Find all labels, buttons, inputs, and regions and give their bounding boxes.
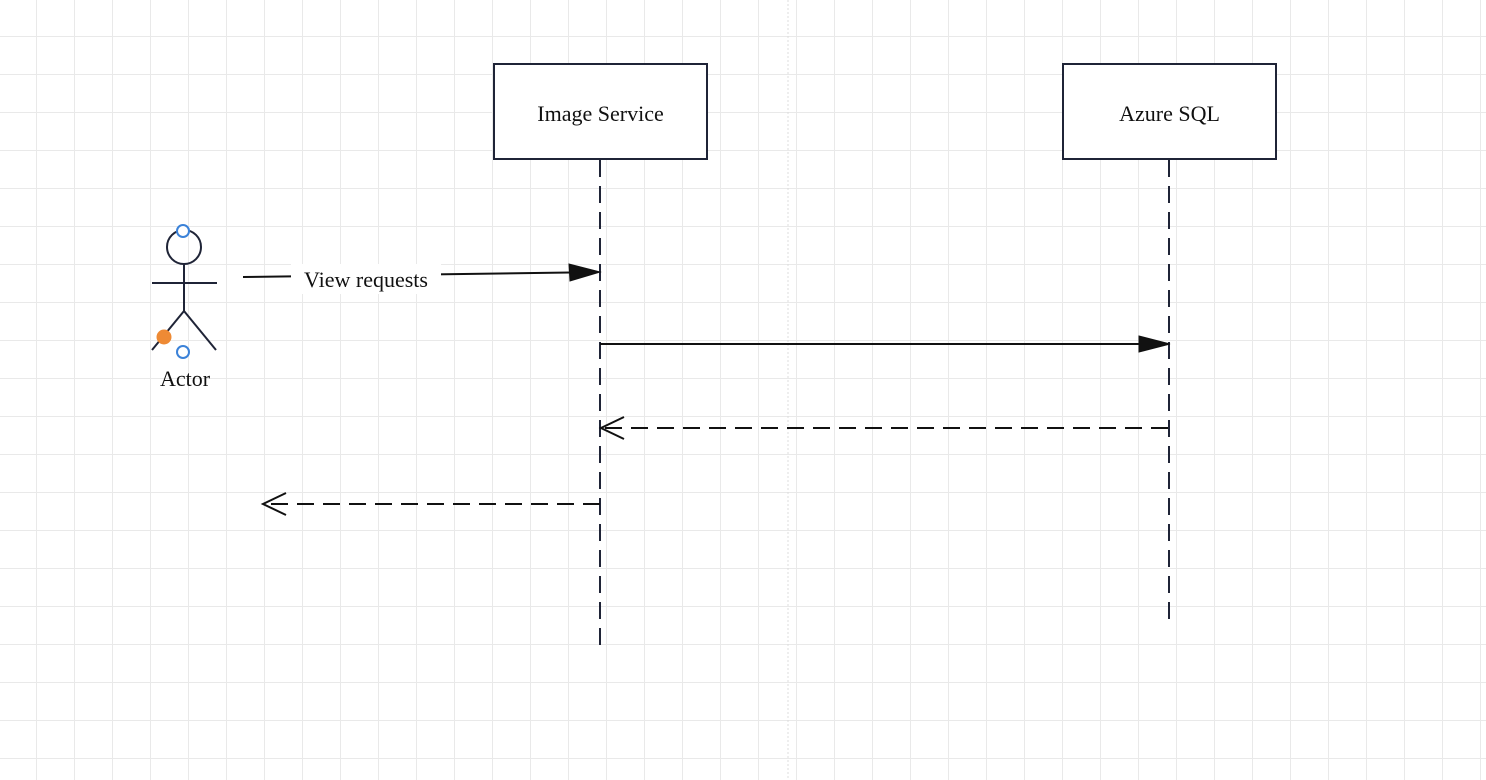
participant-box[interactable] <box>1062 63 1277 160</box>
participant-label: Image Service <box>537 101 663 126</box>
message-label: View requests <box>304 267 428 292</box>
arrowhead-open <box>598 416 625 440</box>
participant-box[interactable] <box>493 63 708 160</box>
message-query[interactable] <box>600 335 1171 353</box>
message-view-requests[interactable]: View requests <box>242 263 602 294</box>
message-return-data[interactable] <box>598 416 1168 440</box>
arrowhead-filled <box>1138 335 1171 353</box>
connection-handle[interactable] <box>176 345 190 359</box>
actor-right-leg <box>183 310 217 351</box>
arrowhead-open <box>260 492 287 516</box>
participant-image-service[interactable]: Image Service <box>493 63 708 645</box>
arrowhead-filled <box>568 263 602 282</box>
actor[interactable]: Actor <box>151 224 217 391</box>
message-label-background <box>291 264 441 294</box>
participant-label: Azure SQL <box>1119 101 1220 126</box>
actor-label: Actor <box>160 366 211 391</box>
actor-left-leg <box>151 310 185 351</box>
connection-handle[interactable] <box>176 224 190 238</box>
resize-handle[interactable] <box>156 329 172 345</box>
message-return-response[interactable] <box>260 492 600 516</box>
participant-azure-sql[interactable]: Azure SQL <box>1062 63 1277 627</box>
